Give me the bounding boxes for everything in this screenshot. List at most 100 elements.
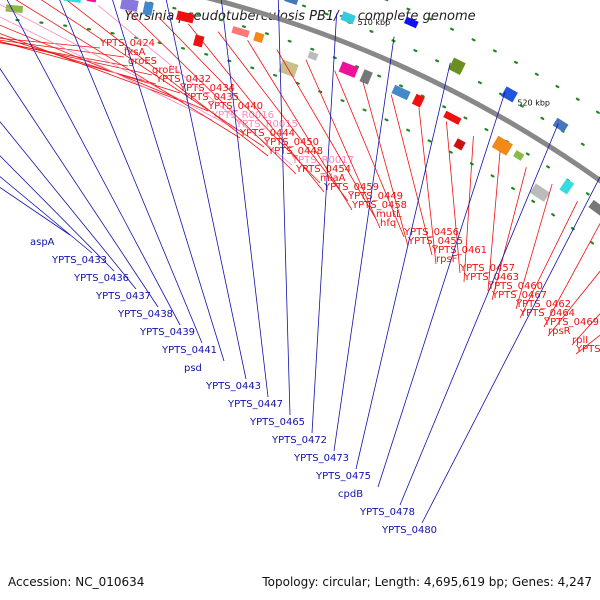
gene-label: aspA: [30, 237, 55, 248]
gene-label: YPTS_0444: [239, 128, 295, 139]
gene-label: YPTS_0424: [99, 38, 155, 49]
gene-label: YPTS_0474: [575, 344, 600, 355]
gene-label: psd: [184, 363, 202, 374]
leader-line: [334, 70, 405, 238]
gene-label: YPTS_0473: [293, 453, 349, 464]
genome-backbone: [205, 0, 600, 184]
gene-label: rpsR: [548, 326, 571, 337]
gene-label: YPTS_0475: [315, 471, 371, 482]
leader-line: [165, 0, 247, 380]
gene-label: YPTS_0433: [51, 255, 107, 266]
gene-label: YPTS_0450: [263, 137, 319, 148]
gene-label: hfq: [380, 218, 396, 229]
gene-label: groES: [128, 56, 157, 67]
leader-line: [247, 39, 353, 211]
guide-dots-0: [0, 17, 600, 251]
leader-line: [421, 176, 600, 524]
topology-text: Topology: circular; Length: 4,695,619 bp…: [262, 575, 592, 589]
gene-label: mutL: [376, 209, 402, 220]
gene-block: [443, 110, 462, 125]
leader-line: [67, 0, 269, 157]
gene-block: [5, 4, 24, 14]
gene-block: [284, 0, 300, 5]
leader-line: [543, 222, 600, 328]
gene-label: YPTS_0465: [249, 417, 305, 428]
gene-label: YPTS_0455: [407, 236, 463, 247]
leader-line: [0, 39, 125, 58]
leader-line: [0, 41, 157, 85]
leader-line: [59, 0, 203, 344]
leader-line: [0, 16, 213, 121]
gene-block: [559, 178, 575, 195]
gene-block: [86, 0, 97, 3]
leader-line: [0, 36, 181, 94]
leader-line: [0, 155, 115, 272]
leader-line: [158, 16, 321, 184]
gene-block: [142, 1, 154, 16]
leader-line: [188, 23, 325, 193]
gene-block: [193, 34, 205, 48]
leader-line: [515, 183, 553, 310]
leader-line: [355, 62, 451, 470]
gene-block: [552, 117, 569, 133]
leader-line: [399, 123, 559, 506]
gene-block: [338, 61, 359, 78]
leader-line: [0, 121, 137, 290]
gene-label: YPTS_0480: [381, 525, 437, 536]
gene-label: YPTS_0447: [227, 399, 283, 410]
gene-label: YPTS_0437: [95, 291, 151, 302]
leader-line: [0, 42, 129, 67]
leader-line: [0, 33, 185, 103]
gene-block: [513, 150, 525, 161]
gene-label: rplI: [572, 335, 588, 346]
gene-label: groEL: [152, 65, 181, 76]
gene-label: YPTS_R0017: [291, 155, 354, 166]
scale-mark-label: 520 kbp: [517, 99, 550, 108]
gene-label: YPTS_0458: [351, 200, 407, 211]
leader-line: [6, 0, 181, 326]
gene-label: YPTS_0462: [515, 299, 571, 310]
gene-block: [448, 57, 466, 75]
gene-block: [175, 10, 195, 24]
gene-label: YPTS_0454: [295, 164, 351, 175]
leader-line: [217, 31, 349, 202]
leader-line: [519, 201, 578, 319]
leader-line: [97, 5, 293, 166]
gene-label: YPTS_0436: [73, 273, 129, 284]
leader-line: [277, 0, 291, 416]
gene-label: YPTS_0463: [463, 272, 519, 283]
gene-label: YPTS_0459: [323, 182, 379, 193]
gene-block: [501, 86, 518, 103]
gene-block: [63, 0, 83, 4]
gene-block: [359, 69, 373, 85]
leader-line: [418, 107, 437, 265]
gene-label: YPTS_0434: [179, 83, 235, 94]
leader-line: [362, 82, 409, 247]
gene-block: [391, 84, 411, 101]
gene-label: YPTS_0472: [271, 435, 327, 446]
gene-label: YPTS_0435: [183, 92, 239, 103]
leader-line: [0, 4, 237, 130]
gene-block: [340, 11, 356, 25]
gene-block: [453, 138, 466, 151]
gene-block: [529, 183, 551, 202]
gene-block: [588, 199, 600, 218]
gene-label: YPTS_0443: [205, 381, 261, 392]
leader-line: [311, 13, 338, 434]
gene-label: YPTS_0441: [161, 345, 217, 356]
gene-label: YPTS_0449: [347, 191, 403, 202]
gene-label: YPTS_0464: [519, 308, 575, 319]
gene-label: YPTS_R0015: [235, 119, 298, 130]
leader-line: [547, 270, 600, 337]
leader-line: [487, 151, 501, 292]
gene-block: [403, 16, 419, 29]
leader-line: [463, 135, 474, 283]
gene-block: [231, 26, 250, 38]
leader-line: [445, 121, 461, 274]
accession-text: Accession: NC_010634: [8, 575, 145, 589]
leader-line: [112, 0, 225, 362]
gene-block: [278, 59, 299, 78]
leader-line: [390, 94, 433, 256]
leader-line: [0, 24, 209, 112]
